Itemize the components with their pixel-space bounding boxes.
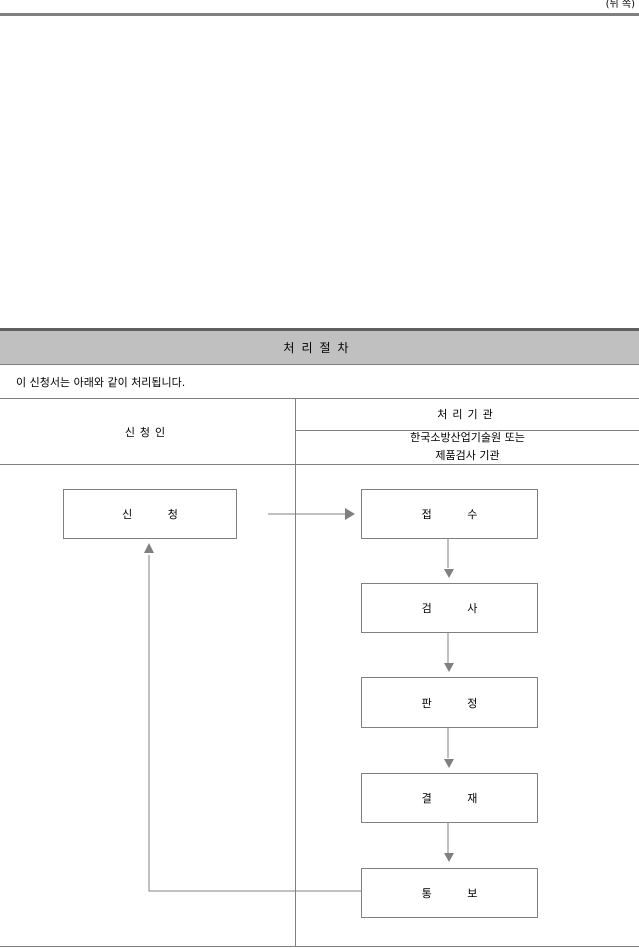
processor-org-line2: 제품검사 기관 xyxy=(435,449,500,462)
table-bottom-border xyxy=(0,946,639,947)
inspect-step: 검 사 xyxy=(361,583,538,633)
judge-step: 판 정 xyxy=(361,677,538,728)
arrow-down-icon xyxy=(444,663,454,672)
arrow-right-icon xyxy=(345,508,355,520)
table-top-border xyxy=(0,398,639,399)
top-divider xyxy=(0,13,639,16)
notify-to-applicant-line xyxy=(148,555,361,892)
processor-org-line1: 한국소방산업기술원 또는 xyxy=(410,431,525,444)
approve-step: 결 재 xyxy=(361,773,538,823)
applicant-column-header: 신청인 xyxy=(124,426,171,439)
processor-org: 한국소방산업기술원 또는 제품검사 기관 xyxy=(296,429,639,465)
page-side-label: (뒤 쪽) xyxy=(605,0,635,10)
arrow-down-icon xyxy=(444,759,454,768)
arrow-up-icon xyxy=(144,543,154,553)
processor-column-header: 처리기관 xyxy=(437,408,498,421)
apply-step: 신 청 xyxy=(63,489,237,539)
arrow-down-icon xyxy=(444,569,454,578)
table-header-border xyxy=(0,464,639,465)
section-divider xyxy=(0,328,639,331)
processor-header-divider xyxy=(296,430,639,431)
receive-step: 접 수 xyxy=(361,489,538,539)
intro-text: 이 신청서는 아래와 같이 처리됩니다. xyxy=(16,376,186,389)
arrow-down-icon xyxy=(444,853,454,862)
section-title: 처리절차 xyxy=(0,331,639,365)
notify-step: 통 보 xyxy=(361,868,538,918)
column-divider xyxy=(295,398,296,947)
